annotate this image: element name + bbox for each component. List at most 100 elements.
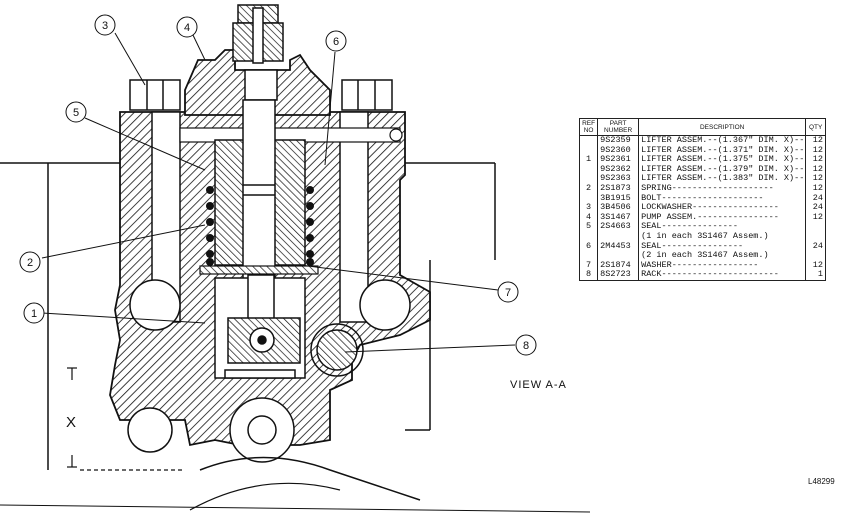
cam-base	[189, 482, 341, 511]
svg-text:3: 3	[102, 20, 108, 32]
cell-ref	[578, 251, 599, 261]
cell-ref	[578, 164, 599, 175]
cell-part	[597, 231, 640, 242]
base-line	[0, 504, 591, 513]
cell-desc: (1 in each 3S1467 Assem.)	[638, 231, 807, 242]
cell-part: 9S2363	[597, 174, 640, 184]
callout-1: 1	[23, 302, 45, 324]
cell-qty: 12	[805, 155, 826, 165]
svg-text:4: 4	[184, 22, 190, 34]
camshaft-lobe	[199, 456, 421, 501]
cell-ref: 5	[578, 222, 599, 232]
bolt-right	[339, 79, 393, 323]
cell-qty: 1	[805, 270, 826, 281]
callout-3: 3	[94, 14, 116, 36]
cell-qty: 12	[805, 260, 826, 271]
cell-ref: 3	[578, 203, 599, 213]
header-ref: REF NO	[578, 118, 599, 136]
cell-part: 9S2360	[597, 145, 640, 156]
svg-text:6: 6	[333, 36, 339, 48]
table-row: (1 in each 3S1467 Assem.)	[578, 231, 826, 242]
cell-ref	[578, 193, 599, 204]
cell-ref: 4	[578, 212, 599, 223]
cell-qty: 24	[805, 241, 826, 252]
cell-qty: 12	[805, 174, 826, 184]
cell-desc: PUMP ASSEM.----------------	[638, 212, 807, 223]
header-qty: QTY	[805, 118, 826, 136]
cell-desc: BOLT--------------------	[638, 193, 807, 204]
cell-qty: 12	[805, 183, 826, 194]
cell-ref	[578, 231, 599, 242]
cell-ref: 1	[578, 155, 599, 165]
callout-4: 4	[176, 16, 198, 38]
cell-part: 8S2723	[597, 270, 640, 281]
cell-part: 2S1874	[597, 260, 640, 271]
svg-text:2: 2	[27, 257, 33, 269]
cell-part: 3B4506	[597, 203, 640, 213]
rack	[310, 323, 364, 377]
pump-barrel	[214, 99, 306, 281]
parts-list-table: REF NO PART NUMBER DESCRIPTION QTY 9S235…	[578, 118, 826, 281]
cell-part: 2S4663	[597, 222, 640, 232]
cell-ref: 7	[578, 260, 599, 271]
cell-desc: LIFTER ASSEM.--(1.371" DIM. X)--	[638, 145, 807, 156]
callout-2: 2	[19, 251, 41, 273]
header-part-number: PART NUMBER	[597, 118, 640, 136]
header-description: DESCRIPTION	[638, 118, 807, 136]
table-row: (2 in each 3S1467 Assem.)	[578, 251, 826, 261]
cell-part: 2M4453	[597, 241, 640, 252]
cell-desc: (2 in each 3S1467 Assem.)	[638, 251, 807, 261]
svg-text:5: 5	[73, 107, 79, 119]
callout-7: 7	[497, 281, 519, 303]
cell-desc: LIFTER ASSEM.--(1.379" DIM. X)--	[638, 164, 807, 175]
cell-ref: 6	[578, 241, 599, 252]
cell-desc: LIFTER ASSEM.--(1.375" DIM. X)--	[638, 155, 807, 165]
cell-desc: RACK-----------------------	[638, 270, 807, 281]
cell-part: 3B1915	[597, 193, 640, 204]
cell-desc: LIFTER ASSEM.--(1.367" DIM. X)--	[638, 135, 807, 146]
cell-desc: LOCKWASHER-----------------	[638, 203, 807, 213]
engine-block-outline	[0, 162, 496, 470]
cell-ref: 2	[578, 183, 599, 194]
housing-bores	[127, 279, 411, 463]
cell-qty	[805, 222, 826, 232]
cell-desc: SEAL---------------	[638, 222, 807, 232]
cell-qty: 12	[805, 145, 826, 156]
callout-8: 8	[515, 334, 537, 356]
leader-lines	[41, 32, 516, 353]
cell-qty: 12	[805, 164, 826, 175]
cell-qty: 24	[805, 193, 826, 204]
figure-number: L48299	[808, 477, 835, 486]
cell-ref	[578, 135, 599, 146]
svg-text:1: 1	[31, 308, 37, 320]
cell-desc: SEAL----------------	[638, 241, 807, 252]
cell-ref	[578, 145, 599, 156]
callout-5: 5	[65, 101, 87, 123]
dimension-x-marker	[67, 367, 185, 471]
cell-part: 2S1873	[597, 183, 640, 194]
passage-plug	[389, 128, 403, 142]
cell-desc: WASHER-----------------	[638, 260, 807, 271]
cell-part	[597, 251, 640, 261]
cell-qty: 12	[805, 212, 826, 223]
lifter-assembly	[214, 274, 306, 379]
svg-text:7: 7	[505, 287, 511, 299]
washer	[199, 265, 319, 275]
table-header-row: REF NO PART NUMBER DESCRIPTION QTY	[578, 118, 826, 136]
cell-part: 9S2362	[597, 164, 640, 175]
cell-desc: LIFTER ASSEM.--(1.383" DIM. X)--	[638, 174, 807, 184]
callout-6: 6	[325, 30, 347, 52]
